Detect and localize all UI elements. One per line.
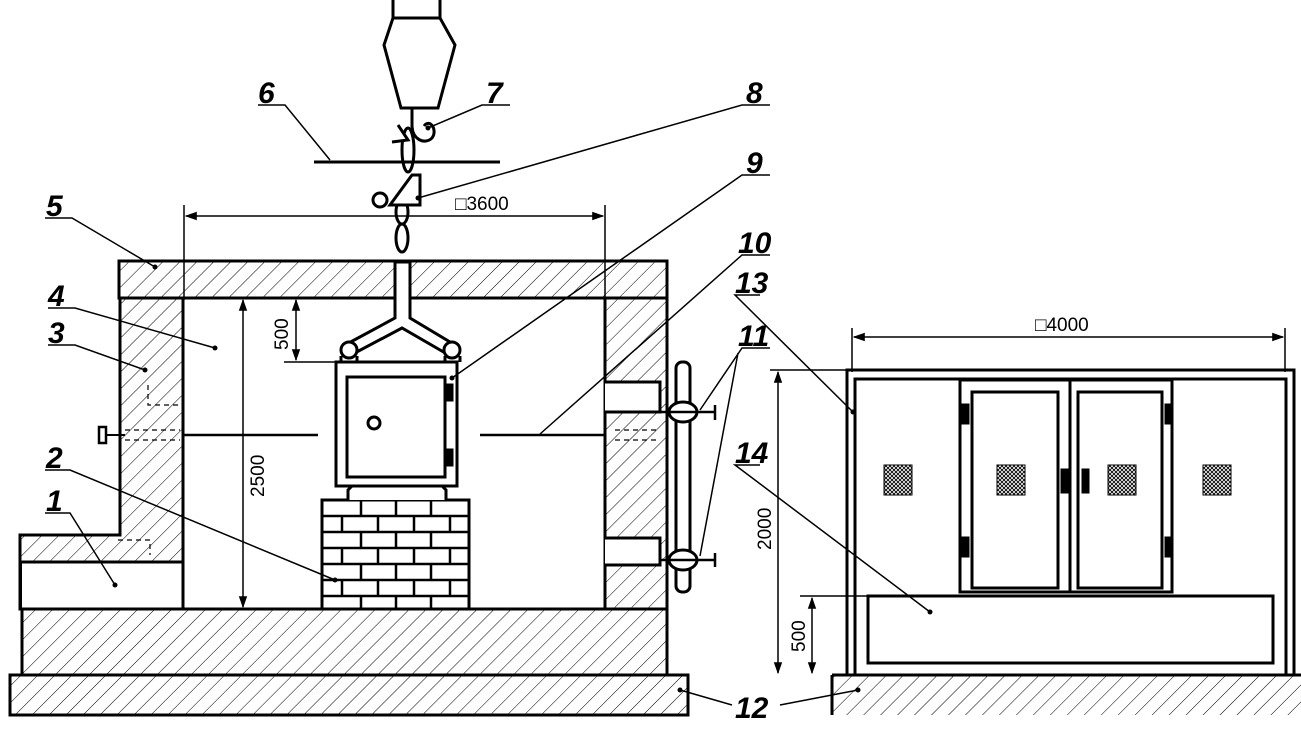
dim-cabinet-height <box>770 369 848 675</box>
callout-6: 6 <box>258 77 275 110</box>
test-cabinet <box>334 360 459 500</box>
pipe-assembly <box>605 360 717 594</box>
callout-4: 4 <box>47 280 65 313</box>
crane-hook <box>382 0 457 144</box>
dim-cabinet-width <box>851 328 1286 372</box>
vent-grilles <box>883 464 1232 496</box>
callout-13: 13 <box>735 267 769 300</box>
dim-chamber-width-label: □3600 <box>455 194 509 215</box>
callout-10: 10 <box>738 227 772 260</box>
wall-plug <box>97 425 108 445</box>
callout-3: 3 <box>48 317 65 350</box>
callout-12: 12 <box>735 692 769 725</box>
dim-cabinet-width-label: □4000 <box>1035 315 1089 336</box>
foundation-slab <box>8 673 1301 717</box>
dim-cabinet-height-label: 2000 <box>755 508 776 550</box>
callout-8: 8 <box>746 77 763 110</box>
dim-chamber-height-label: 2500 <box>248 455 269 497</box>
brick-pedestal <box>320 498 471 611</box>
dim-cabinet-base-label: 500 <box>789 620 810 652</box>
hidden-details-left <box>118 385 660 555</box>
callout-5: 5 <box>46 190 64 223</box>
callout-11: 11 <box>738 320 769 353</box>
dim-top-gap <box>284 298 345 363</box>
chamber-walls <box>18 259 669 677</box>
callout-2: 2 <box>45 442 63 475</box>
dim-top-gap-label: 500 <box>272 318 293 350</box>
dim-cabinet-base <box>800 595 870 675</box>
cabinet-frame <box>845 368 1296 677</box>
leader-dots <box>112 125 933 693</box>
callout-9: 9 <box>746 147 763 180</box>
callout-7: 7 <box>486 77 504 110</box>
callout-1: 1 <box>46 485 63 518</box>
callout-14: 14 <box>735 437 769 470</box>
dim-chamber-width <box>183 205 606 300</box>
leader-lines <box>45 104 931 706</box>
